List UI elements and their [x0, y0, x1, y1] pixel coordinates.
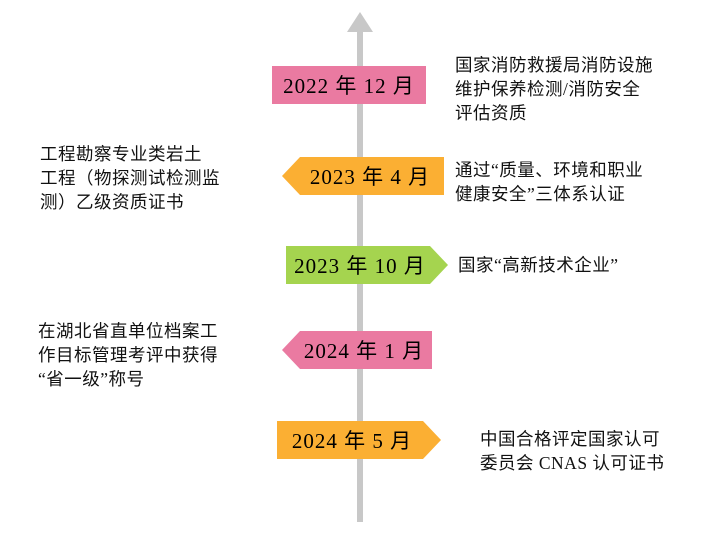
right-note-2023-4: 通过“质量、环境和职业 健康安全”三体系认证 [455, 160, 644, 204]
right-note-2024-5: 中国合格评定国家认可 委员会 CNAS 认可证书 [480, 429, 665, 473]
date-label: 2022 年 12 月 [283, 74, 415, 98]
date-banner-2022-12: 2022 年 12 月 [272, 66, 426, 104]
date-banner-2023-10: 2023 年 10 月 [286, 246, 448, 284]
right-note-2023-10: 国家“高新技术企业” [458, 255, 619, 275]
timeline-arrow-up-icon [347, 12, 373, 32]
date-banner-2024-1: 2024 年 1 月 [282, 331, 432, 369]
date-banner-2024-5: 2024 年 5 月 [277, 421, 441, 459]
date-label: 2024 年 1 月 [303, 339, 425, 363]
date-label: 2023 年 4 月 [309, 165, 431, 189]
date-label: 2024 年 5 月 [291, 429, 413, 453]
date-label: 2023 年 10 月 [294, 254, 426, 278]
right-note-2022-12: 国家消防救援局消防设施 维护保养检测/消防安全 评估资质 [455, 55, 653, 123]
left-note-2024-1: 在湖北省直单位档案工 作目标管理考评中获得 “省一级”称号 [38, 321, 218, 389]
left-note-2023-4: 工程勘察专业类岩土 工程（物探测试检测监 测）乙级资质证书 [40, 144, 220, 212]
date-banner-2023-4: 2023 年 4 月 [282, 157, 444, 195]
